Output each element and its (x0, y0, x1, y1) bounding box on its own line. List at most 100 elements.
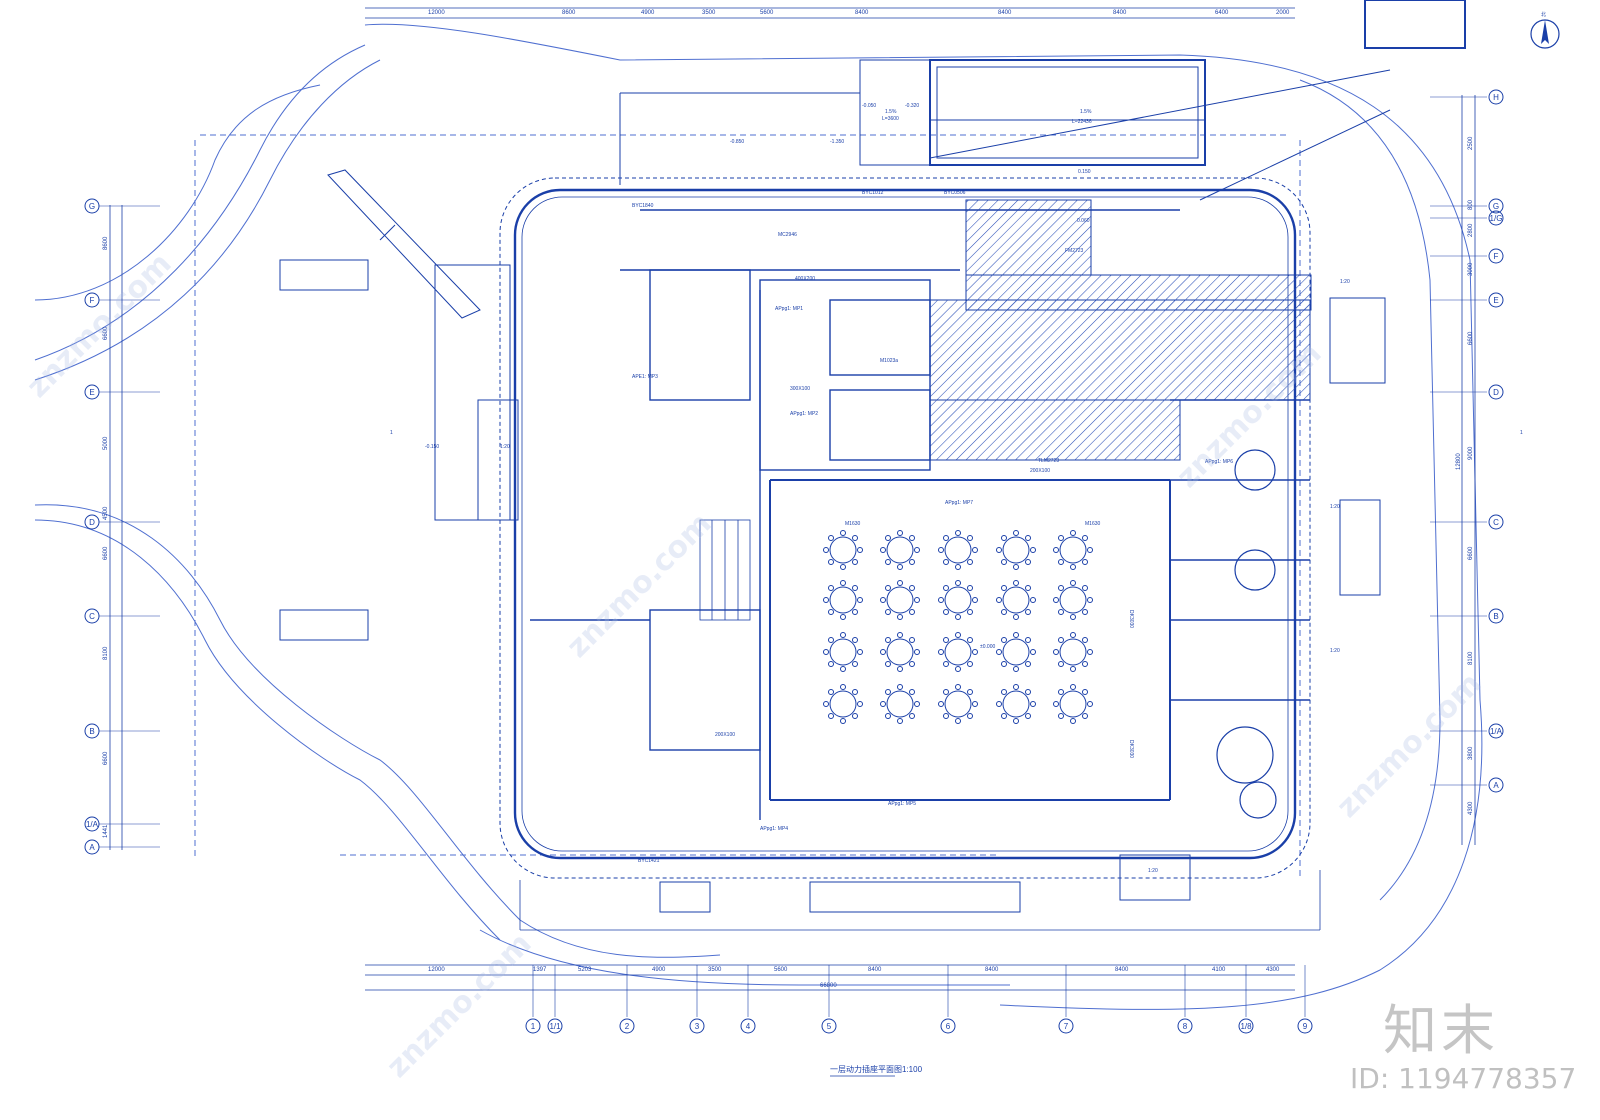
round-table (886, 536, 914, 564)
door-tag-12: DK3030 (1128, 740, 1134, 758)
table-chair (1025, 689, 1031, 695)
table-chair (909, 713, 915, 719)
banquet-tables (823, 530, 1093, 724)
table-chair (1082, 661, 1088, 667)
table-chair (943, 585, 949, 591)
table-chair (897, 530, 903, 536)
table-chair (996, 701, 1002, 707)
dim-bottom-label: 12000 (428, 967, 445, 973)
table-chair (955, 614, 961, 620)
grid-axis-column: 5 (827, 1022, 832, 1031)
round-table (1002, 690, 1030, 718)
table-chair (1013, 564, 1019, 570)
table-chair (1053, 701, 1059, 707)
table-chair (955, 580, 961, 586)
dim-right-label: 2500 (1468, 136, 1474, 150)
table-chair (1013, 580, 1019, 586)
table-chair (1070, 530, 1076, 536)
dim-right-label: 8100 (1468, 651, 1474, 665)
table-chair (1030, 649, 1036, 655)
door-tag-10: MC2946 (778, 232, 797, 238)
table-chair (1058, 661, 1064, 667)
table-chair (840, 666, 846, 672)
dim-right-total: 12800 (1456, 453, 1462, 470)
table-chair (1087, 649, 1093, 655)
table-chair (914, 649, 920, 655)
round-table (1059, 536, 1087, 564)
door-tag-1: M1630 (845, 521, 861, 527)
dim-bottom-label: 5600 (774, 967, 788, 973)
table-chair (885, 609, 891, 615)
dim-left-label: 8100 (103, 646, 109, 660)
grid-axis-column: 1 (531, 1022, 536, 1031)
grid-axis-column: 6 (946, 1022, 951, 1031)
elevation-7: 0.060 (1077, 218, 1090, 224)
grid-axis-row-right: 1/A (1490, 727, 1503, 736)
dim-right-label: 4300 (1468, 801, 1474, 815)
table-chair (1082, 609, 1088, 615)
dim-left-label: 4500 (103, 506, 109, 520)
dim-left-label: 8600 (103, 236, 109, 250)
grid-axis-row-right: G (1493, 202, 1499, 211)
grid-axis-row-right: C (1493, 518, 1499, 527)
table-chair (967, 609, 973, 615)
dim-top-label: 8400 (1113, 10, 1127, 16)
north-arrow: 北 (1530, 11, 1560, 49)
dim-top-label: 8400 (855, 10, 869, 16)
table-chair (828, 713, 834, 719)
table-chair (1001, 559, 1007, 565)
table-chair (909, 609, 915, 615)
dim-top-label: 3500 (702, 10, 716, 16)
table-chair (1025, 609, 1031, 615)
table-chair (996, 597, 1002, 603)
table-chair (1058, 585, 1064, 591)
round-table (944, 586, 972, 614)
table-chair (967, 713, 973, 719)
elevation-8: ±0.000 (980, 644, 995, 650)
table-chair (885, 661, 891, 667)
elevation-3: -0.850 (730, 139, 744, 145)
elevation-4: -1.350 (830, 139, 844, 145)
grid-axis-column: 1/1 (549, 1022, 561, 1031)
table-chair (955, 718, 961, 724)
cable-tray-4: 200X100 (715, 732, 735, 738)
table-chair (972, 701, 978, 707)
table-chair (897, 632, 903, 638)
ratio-2: 1:20 (1330, 504, 1340, 510)
pool-slope-1: 1.5% (885, 109, 897, 115)
table-chair (1082, 585, 1088, 591)
table-chair (1030, 701, 1036, 707)
table-chair (943, 661, 949, 667)
table-chair (943, 559, 949, 565)
dim-bottom-label: 4300 (1266, 967, 1280, 973)
pool-structure (619, 59, 1391, 201)
dim-right-label: 3000 (1468, 262, 1474, 276)
round-table (886, 638, 914, 666)
dim-top-label: 8400 (998, 10, 1012, 16)
table-chair (880, 547, 886, 553)
door-tag-5: FM2723 (1065, 248, 1084, 254)
building-outline (499, 177, 1321, 931)
grid-axis-column: 9 (1303, 1022, 1308, 1031)
table-chair (967, 637, 973, 643)
table-chair (1001, 637, 1007, 643)
table-chair (909, 559, 915, 565)
table-chair (823, 547, 829, 553)
round-table (829, 638, 857, 666)
table-chair (897, 614, 903, 620)
pool-length-2: L=22436 (1072, 119, 1092, 125)
table-chair (880, 701, 886, 707)
table-chair (880, 649, 886, 655)
table-chair (897, 684, 903, 690)
table-chair (1087, 597, 1093, 603)
table-chair (840, 684, 846, 690)
ratio-5: 1:20 (1148, 868, 1158, 874)
table-chair (1058, 637, 1064, 643)
dim-bottom-label: 8400 (1115, 967, 1129, 973)
table-chair (897, 666, 903, 672)
elevation-6: -0.150 (425, 444, 439, 450)
dim-bottom-label: 8400 (868, 967, 882, 973)
drawing-scale: 1:100 (902, 1065, 923, 1074)
panel-mp5: APpg1: MP5 (888, 801, 916, 807)
